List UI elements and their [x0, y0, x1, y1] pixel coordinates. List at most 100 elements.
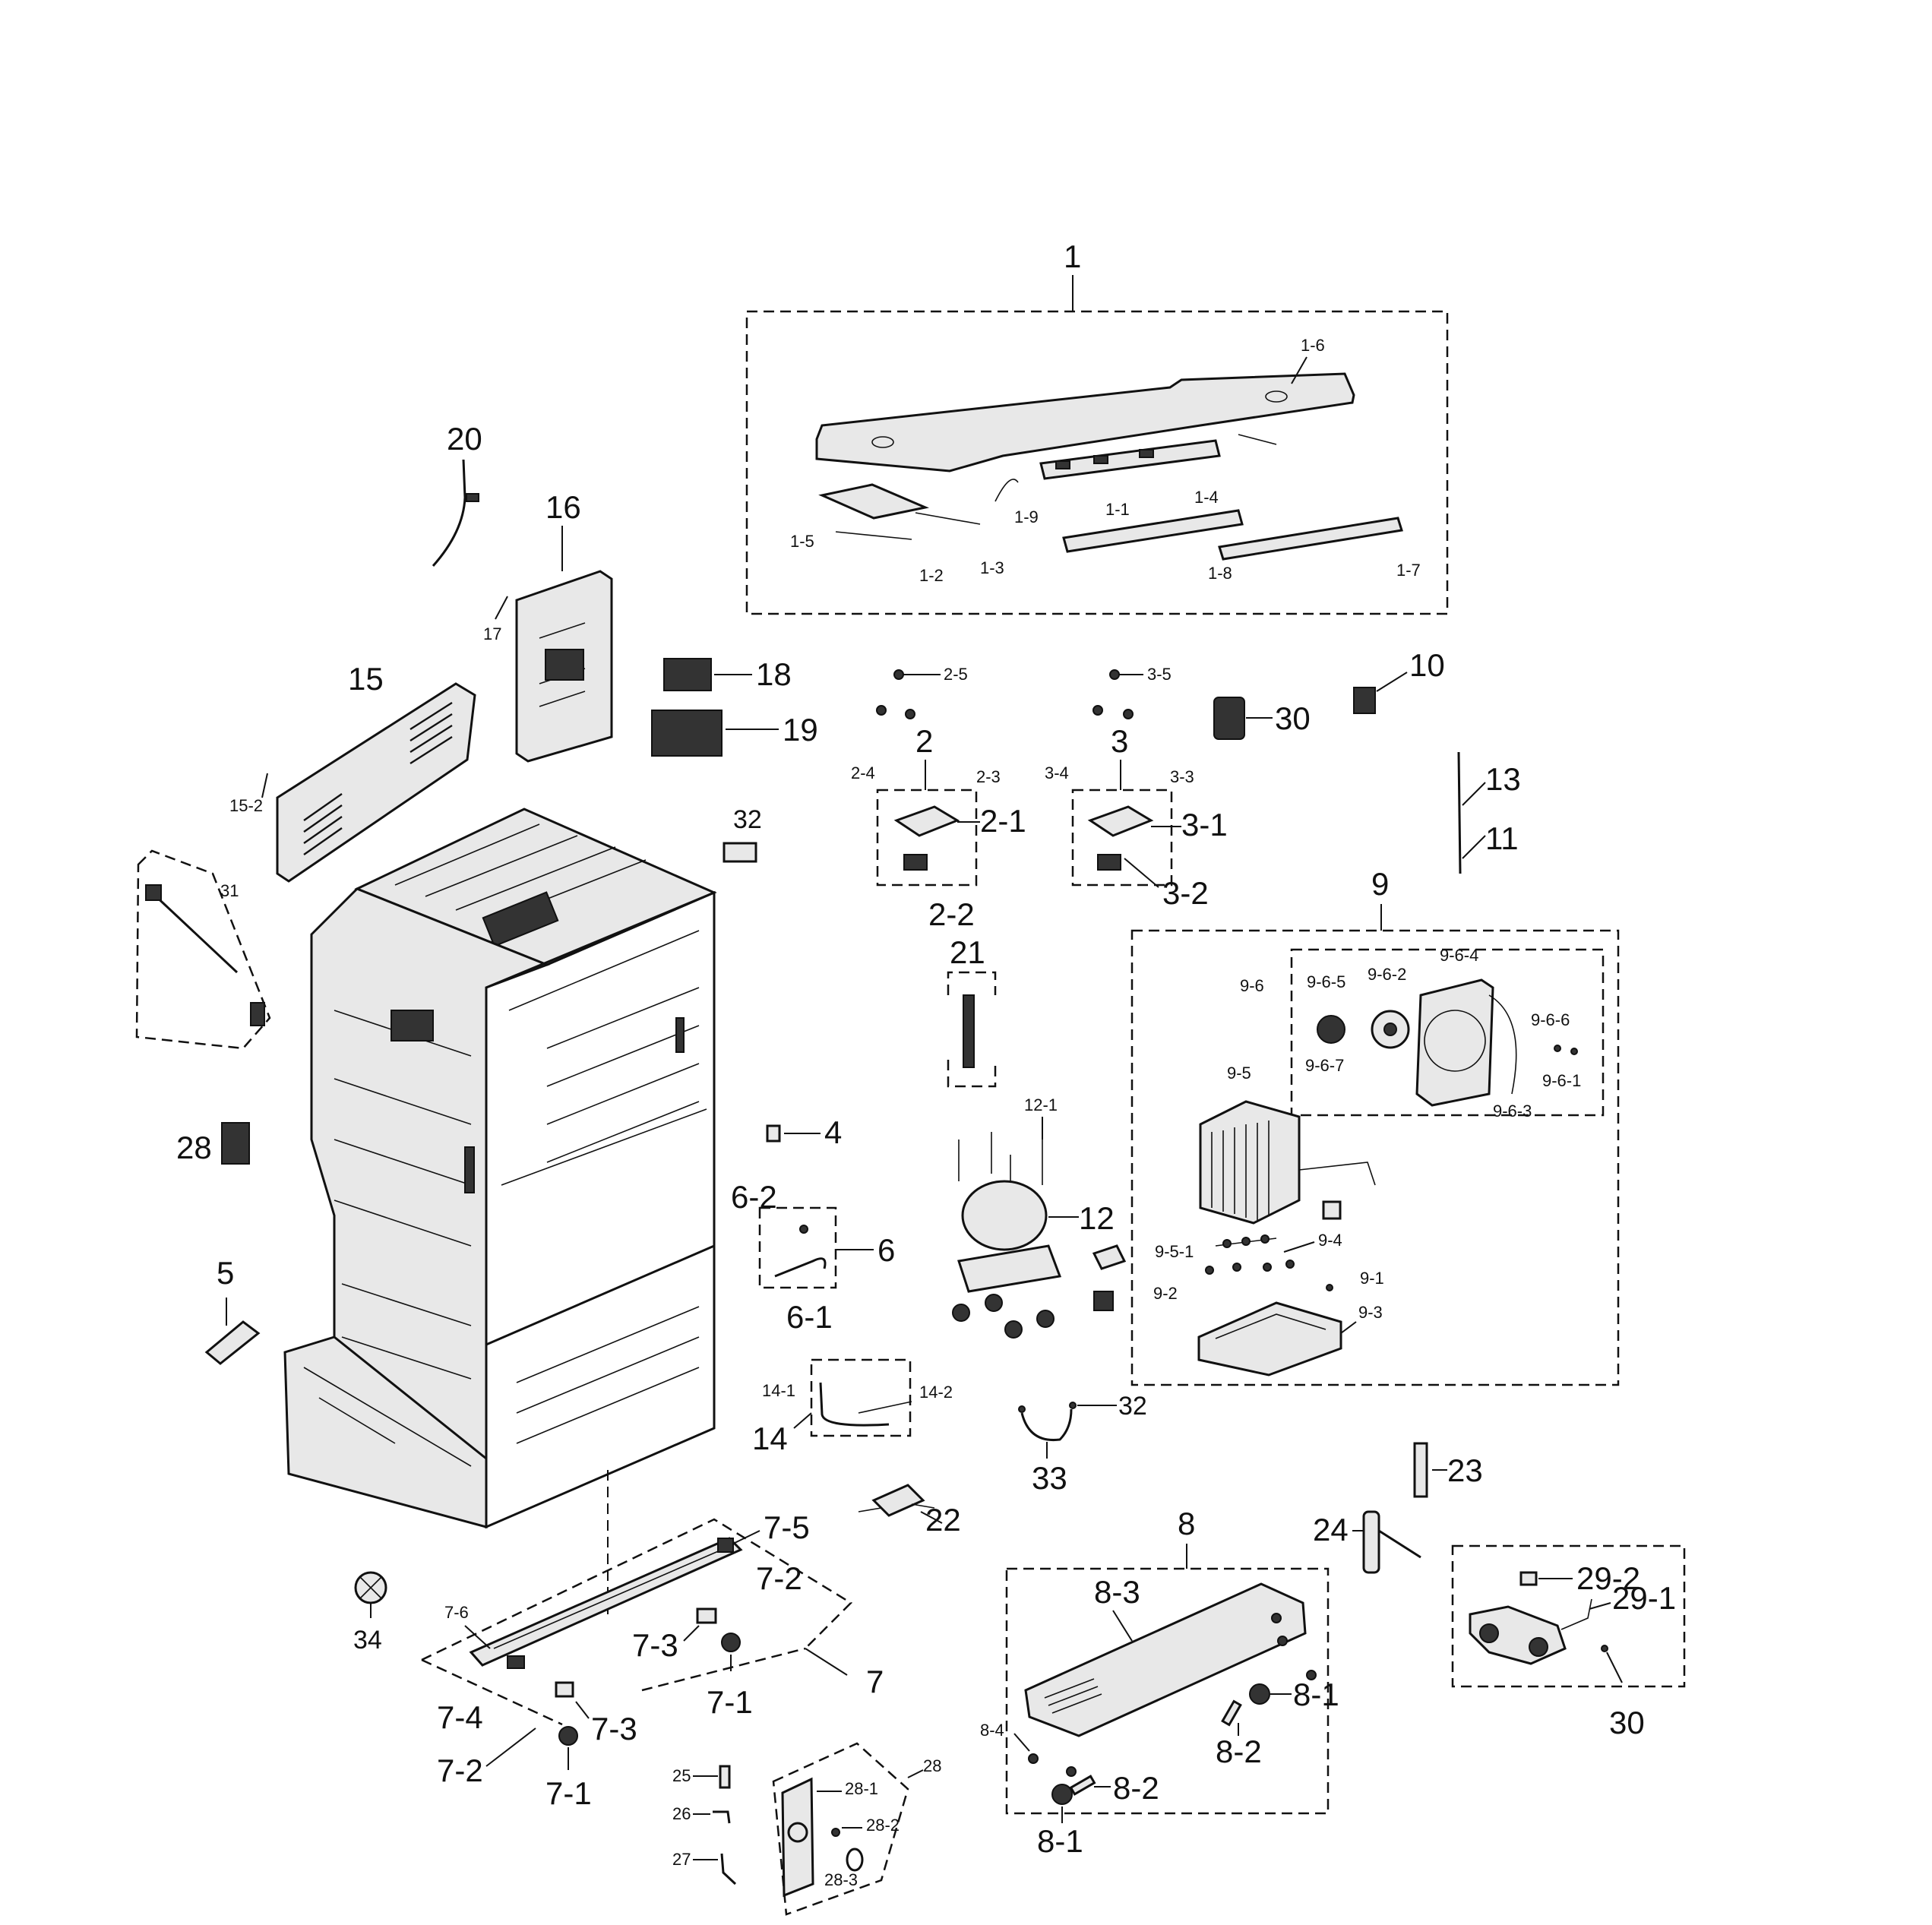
callout-16: 16: [545, 489, 581, 525]
callout-7-3-upper: 7-3: [632, 1627, 678, 1663]
part-23-part: [1413, 1442, 1428, 1498]
callout-32: 32: [733, 805, 762, 834]
wire-harness-20: 20: [432, 421, 482, 567]
callout-30-valve: 30: [1609, 1705, 1645, 1740]
callout-17: 17: [483, 624, 501, 643]
callout-1-8: 1-8: [1208, 564, 1232, 583]
callout-2-1: 2-1: [980, 803, 1026, 839]
part-34: 34: [353, 1571, 387, 1655]
dryer-24-part: [1362, 1510, 1380, 1574]
part-22: 22: [858, 1484, 961, 1538]
group-box-31: [135, 849, 271, 1050]
callout-7-2-lower: 7-2: [437, 1753, 483, 1788]
compressor-part: [961, 1180, 1048, 1251]
callout-25: 25: [672, 1766, 691, 1785]
pcb-bracket-part: [1039, 439, 1221, 480]
callout-2-3: 2-3: [976, 767, 1001, 786]
assembly-7-base: 7-5 7-6 7-2 7-3 7-1 7 7-4 7-3 7-2 7-1: [421, 1470, 884, 1811]
callout-8: 8: [1178, 1506, 1195, 1541]
callout-7-1-upper: 7-1: [707, 1684, 753, 1720]
callout-1-3: 1-3: [980, 558, 1004, 577]
group-box-7-bottom: [421, 1647, 806, 1726]
callout-8-3: 8-3: [1094, 1574, 1140, 1610]
callout-1-6: 1-6: [1301, 336, 1325, 355]
part-14-part: [819, 1382, 890, 1427]
part-31-group: 31: [135, 849, 271, 1050]
part-5-hinge: 5: [204, 1255, 261, 1365]
callout-7: 7: [866, 1664, 884, 1699]
compressor-base-part: [957, 1244, 1062, 1293]
small-cover-part: [818, 483, 929, 520]
callout-9-6-6: 9-6-6: [1531, 1010, 1570, 1029]
callout-8-1-upper: 8-1: [1293, 1677, 1339, 1712]
callout-28: 28: [176, 1130, 212, 1165]
callout-3-3: 3-3: [1170, 767, 1194, 786]
cabinet-main: [283, 808, 717, 1529]
callout-34: 34: [353, 1626, 382, 1655]
callout-27: 27: [672, 1850, 691, 1869]
callout-7-6: 7-6: [444, 1603, 469, 1622]
part-21-part: [963, 994, 975, 1068]
callout-29-2: 29-2: [1576, 1560, 1640, 1596]
hinge-2-1-part: [893, 805, 960, 837]
display-frame-part: [1062, 509, 1244, 553]
callout-9-2: 9-2: [1153, 1284, 1178, 1303]
pcb-19: 19: [651, 710, 818, 757]
part-21: 21: [947, 934, 997, 1088]
callout-1-2: 1-2: [919, 566, 944, 585]
top-cover-part: [815, 372, 1355, 473]
callout-32-wire: 32: [1118, 1392, 1147, 1421]
part-24-dryer: 24: [1313, 1510, 1421, 1574]
hinge-5-part: [204, 1320, 261, 1365]
part-23: 23: [1413, 1442, 1483, 1498]
part-22-part: [871, 1484, 925, 1517]
part-25-part: [719, 1765, 731, 1789]
callout-8-4: 8-4: [980, 1721, 1004, 1740]
hinge-assembly-3: 3-5 3 3-4 3-3 3-1 3-2: [1045, 665, 1228, 911]
callout-9-6-7: 9-6-7: [1305, 1056, 1344, 1075]
callout-12-1: 12-1: [1024, 1095, 1058, 1114]
wire-harness-part: [432, 459, 466, 567]
part-33-wire: 32 33: [1018, 1392, 1147, 1496]
part-28-left: 28: [176, 1122, 250, 1165]
callout-6-1: 6-1: [786, 1299, 833, 1335]
parts-25-26-27: 25 26 27: [672, 1765, 737, 1885]
part-29-2-part: [1519, 1571, 1538, 1586]
assembly-8-machine-cover: 8 8-3 8-1 8-2 8-4 8-2 8-1: [980, 1506, 1339, 1859]
assembly-28: 28 28-1 28-2 28-3: [772, 1742, 941, 1916]
callout-20: 20: [447, 421, 482, 457]
callout-15-2: 15-2: [229, 796, 263, 815]
callout-9-3: 9-3: [1358, 1303, 1383, 1322]
part-28-part: [221, 1122, 250, 1165]
part-6-1: [774, 1257, 827, 1278]
callout-9-6-4: 9-6-4: [1440, 946, 1478, 965]
callout-14-1: 14-1: [762, 1381, 795, 1400]
callout-10: 10: [1409, 647, 1445, 683]
hinge-3-1-part: [1087, 805, 1154, 837]
callout-9-6-3: 9-6-3: [1493, 1102, 1532, 1121]
callout-3-5: 3-5: [1147, 665, 1172, 684]
callout-13: 13: [1485, 761, 1521, 797]
callout-12: 12: [1079, 1200, 1115, 1236]
callout-3-4: 3-4: [1045, 763, 1069, 782]
assembly-29-water-valve: 29-2 29-1 30: [1451, 1544, 1686, 1740]
callout-9-4: 9-4: [1318, 1231, 1342, 1250]
group-box-2: [876, 789, 978, 887]
callout-23: 23: [1447, 1452, 1483, 1488]
callout-7-2-upper: 7-2: [756, 1560, 802, 1596]
callout-18: 18: [756, 656, 792, 692]
part-10: 10: [1353, 647, 1445, 714]
callout-9-6-2: 9-6-2: [1368, 965, 1406, 984]
rail-7-5-part: [469, 1537, 743, 1667]
callout-28-3: 28-3: [824, 1870, 858, 1889]
trim-strip-part: [1218, 517, 1403, 561]
part-4-part: [766, 1124, 781, 1143]
part-4: 4: [766, 1114, 842, 1150]
callout-28-group: 28: [923, 1756, 941, 1775]
callout-1: 1: [1064, 239, 1081, 274]
callout-3-1: 3-1: [1181, 807, 1228, 842]
group-box-6: [758, 1206, 837, 1289]
part-30-top: 30: [1213, 697, 1311, 740]
part-32-top-part: [723, 842, 757, 863]
